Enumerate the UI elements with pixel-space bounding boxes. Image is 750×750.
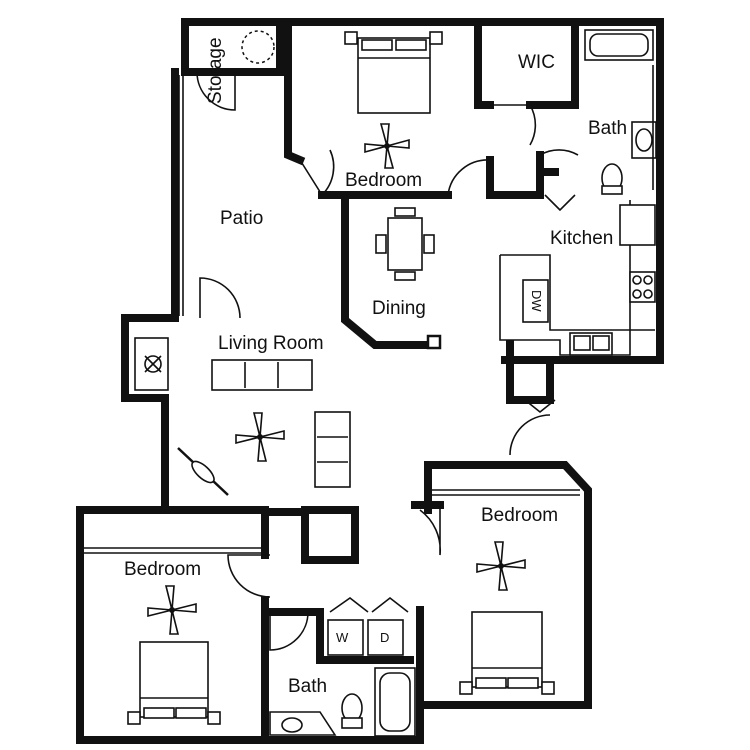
room-labels: Storage Bedroom WIC Bath Patio Dining Ki…: [124, 37, 627, 697]
sofa-icon: [211, 359, 313, 391]
room-label-bath-top: Bath: [588, 118, 627, 139]
bed-icon: [459, 611, 555, 695]
ceiling-fan-icon: [476, 541, 526, 591]
dining-table-icon: [375, 207, 435, 281]
ceiling-fan-icon: [235, 412, 285, 462]
room-label-storage: Storage: [205, 37, 226, 104]
room-label-living-room: Living Room: [218, 333, 324, 354]
sink-icon: [569, 332, 613, 356]
walls: [76, 18, 664, 744]
water-heater-icon: [241, 30, 275, 64]
dryer-label: D: [380, 630, 389, 645]
room-label-bedroom-top: Bedroom: [345, 170, 422, 191]
tv-stand-icon: [177, 447, 229, 496]
toilet-icon: [341, 693, 363, 729]
sink-icon: [269, 711, 337, 736]
bed-icon: [127, 641, 221, 725]
sink-icon: [631, 121, 657, 159]
fireplace-icon: [134, 337, 169, 391]
sofa-icon: [314, 411, 351, 488]
closet-rod: [84, 547, 262, 554]
room-label-patio: Patio: [220, 208, 263, 229]
washer-label: W: [336, 630, 349, 645]
pass-through-post: [426, 334, 442, 350]
room-label-dining: Dining: [372, 298, 426, 319]
room-label-wic: WIC: [518, 52, 555, 73]
room-label-bedroom-left: Bedroom: [124, 559, 201, 580]
room-label-bedroom-right: Bedroom: [481, 505, 558, 526]
dishwasher-label: DW: [529, 290, 544, 312]
bathtub-icon: [584, 29, 654, 61]
patio-railing: [178, 75, 184, 316]
ceiling-fan-icon: [147, 585, 197, 635]
washer: W: [327, 619, 364, 656]
range-icon: [629, 271, 656, 303]
closet-rod: [432, 489, 580, 496]
dishwasher: DW: [522, 279, 549, 323]
toilet-icon: [601, 163, 623, 195]
living-window: [161, 400, 169, 508]
room-label-bath-bottom: Bath: [288, 676, 327, 697]
dryer: D: [367, 619, 404, 656]
bathtub-icon: [374, 667, 416, 737]
doors: [196, 71, 579, 651]
ceiling-fan-icon: [364, 123, 410, 169]
bed-icon: [344, 31, 443, 114]
room-label-kitchen: Kitchen: [550, 228, 613, 249]
